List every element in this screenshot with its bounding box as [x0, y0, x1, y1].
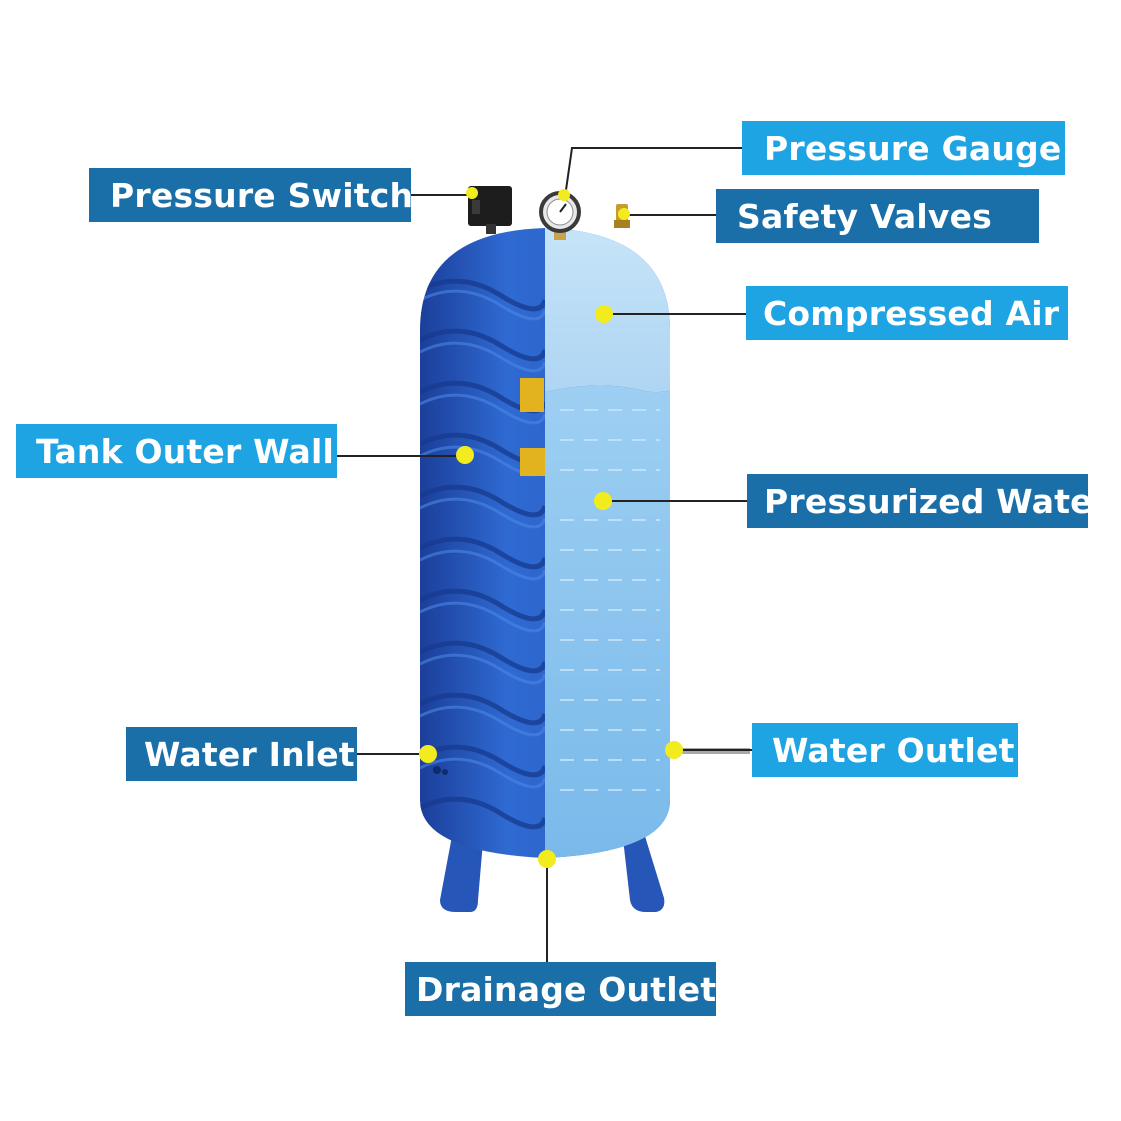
- label-pressurized-water: Pressurized Water: [747, 474, 1109, 528]
- tank-plate: [520, 378, 544, 412]
- label-text: Pressure Gauge: [764, 128, 1062, 168]
- marker-pressurized-water: [594, 492, 612, 510]
- marker-tank-outer-wall: [456, 446, 474, 464]
- label-water-outlet: Water Outlet: [752, 723, 1018, 777]
- label-pressure-switch: Pressure Switch: [89, 168, 414, 222]
- tank-wall-ridges: [420, 278, 548, 830]
- label-pressure-gauge: Pressure Gauge: [742, 121, 1065, 175]
- label-text: Drainage Outlet: [416, 969, 717, 1009]
- marker-pressure-gauge: [558, 189, 570, 201]
- label-text: Tank Outer Wall: [36, 431, 335, 471]
- label-water-inlet: Water Inlet: [126, 727, 357, 781]
- markers: [419, 187, 683, 868]
- label-tank-outer-wall: Tank Outer Wall: [16, 424, 337, 478]
- tank-plate: [520, 448, 546, 476]
- marker-safety-valves: [618, 208, 630, 220]
- marker-compressed-air: [595, 305, 613, 323]
- pressure-switch-icon: [468, 186, 512, 234]
- label-text: Pressurized Water: [764, 481, 1110, 521]
- label-text: Water Outlet: [772, 730, 1015, 770]
- label-text: Pressure Switch: [110, 175, 414, 215]
- label-drainage-outlet: Drainage Outlet: [405, 962, 716, 1016]
- label-text: Safety Valves: [737, 196, 992, 236]
- marker-water-outlet: [665, 741, 683, 759]
- label-compressed-air: Compressed Air: [746, 286, 1068, 340]
- label-safety-valves: Safety Valves: [716, 189, 1039, 243]
- tank-cutaway: [545, 228, 670, 858]
- label-text: Compressed Air: [763, 293, 1060, 333]
- leader-lines: [337, 147, 752, 962]
- marker-pressure-switch: [466, 187, 478, 199]
- marker-drainage-outlet: [538, 850, 556, 868]
- marker-water-inlet: [419, 745, 437, 763]
- label-text: Water Inlet: [144, 734, 355, 774]
